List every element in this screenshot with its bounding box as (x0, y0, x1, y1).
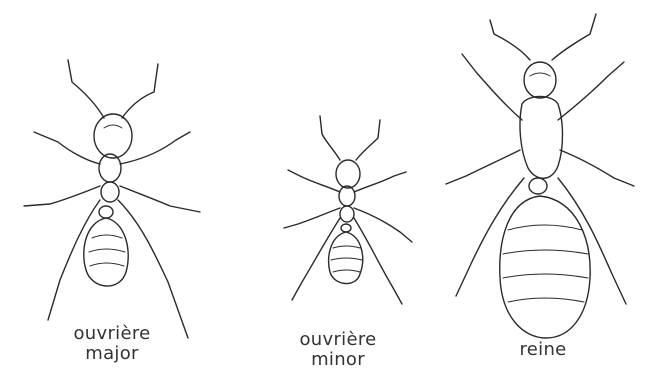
worker-minor-caption-line-2: minor (292, 350, 384, 370)
worker-minor-caption: ouvrière minor (292, 330, 384, 370)
worker-major-caption: ouvrière major (64, 324, 160, 364)
queen-caption-line-1: reine (508, 340, 578, 360)
worker-major-caption-line-1: ouvrière (64, 324, 160, 344)
worker-minor-ant-icon (284, 116, 412, 304)
queen-caption: reine (508, 340, 578, 360)
worker-minor-caption-line-1: ouvrière (292, 330, 384, 350)
worker-major-caption-line-2: major (64, 344, 160, 364)
worker-major-ant-icon (24, 60, 200, 338)
queen-ant-icon (446, 14, 634, 338)
